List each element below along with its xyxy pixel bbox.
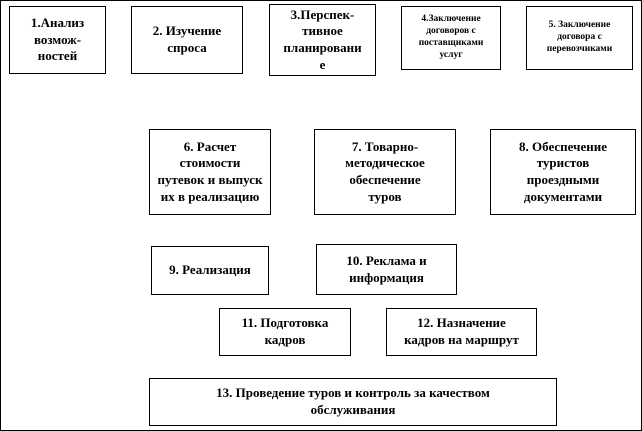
- diagram-box-5: 5. Заключение договора с перевозчиками: [526, 6, 633, 70]
- diagram-box-2: 2. Изучение спроса: [131, 6, 243, 74]
- diagram-box-7: 7. Товарно- методическое обеспечение тур…: [314, 129, 456, 215]
- diagram-box-10: 10. Реклама и информация: [316, 244, 457, 295]
- diagram-box-3: 3.Перспек- тивное планировани е: [269, 4, 376, 76]
- diagram-box-13: 13. Проведение туров и контроль за качес…: [149, 378, 557, 426]
- diagram-box-4: 4.Заключение договоров с поставщиками ус…: [401, 6, 501, 70]
- diagram-box-6: 6. Расчет стоимости путевок и выпуск их …: [149, 129, 271, 215]
- diagram-box-9: 9. Реализация: [151, 246, 269, 295]
- diagram-box-8: 8. Обеспечение туристов проездными докум…: [490, 129, 636, 215]
- diagram-box-12: 12. Назначение кадров на маршрут: [386, 308, 537, 356]
- diagram-box-11: 11. Подготовка кадров: [219, 308, 351, 356]
- diagram-box-1: 1.Анализ возмож- ностей: [9, 6, 106, 74]
